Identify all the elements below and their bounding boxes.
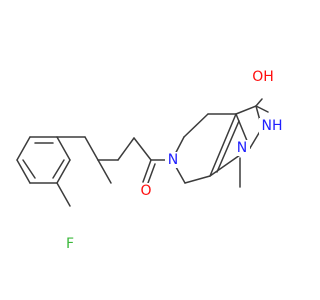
bond: [147, 163, 156, 184]
bond: [117, 137, 135, 161]
bond: [52, 159, 65, 179]
carbonyl-oxygen-atom: O: [138, 183, 154, 199]
bond: [16, 159, 31, 184]
bond: [142, 159, 152, 183]
bond: [56, 136, 71, 161]
fluorine-atom-label: F: [66, 236, 74, 252]
hydroxyl-label: OH: [252, 69, 274, 85]
ring-nitrogen-label: N: [168, 152, 178, 168]
pyrazole-nh-label: NH: [262, 118, 283, 134]
pyrazole-nh-group: NH: [259, 118, 285, 134]
carbonyl-oxygen-label: O: [140, 183, 151, 199]
bond: [56, 182, 71, 207]
bond: [216, 120, 240, 173]
bond: [209, 113, 237, 177]
bond: [97, 159, 112, 184]
bond: [56, 159, 71, 184]
bond: [183, 113, 209, 138]
bond: [22, 159, 36, 179]
bond: [133, 137, 152, 161]
bond: [84, 136, 99, 161]
bond: [255, 105, 269, 113]
pyrazole-n-methyl-label: N: [237, 140, 247, 156]
bond: [16, 136, 31, 161]
chemical-structure: F O OH N N NH: [16, 69, 285, 252]
hydroxyl-group: OH: [250, 69, 276, 85]
bond: [255, 98, 263, 107]
bond: [184, 175, 211, 184]
pyrazole-nitrogen-methyl: N: [234, 140, 250, 156]
fluorine-atom: F: [61, 236, 79, 252]
ring-nitrogen-atom: N: [165, 152, 181, 168]
atom-labels: F O OH N N NH: [61, 69, 285, 252]
bond: [235, 105, 257, 115]
bonds: [16, 98, 269, 207]
